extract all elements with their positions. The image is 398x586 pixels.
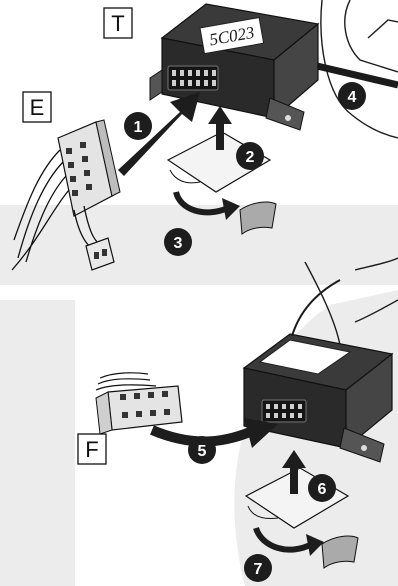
step-number-2: 2 — [246, 149, 255, 166]
step-badge-2: 2 — [236, 142, 264, 170]
step-number-7: 7 — [254, 561, 263, 578]
step-number-6: 6 — [318, 481, 327, 498]
harness-connector-bottom — [96, 386, 182, 434]
label-e: E — [30, 95, 45, 120]
label-box-e: E — [23, 92, 51, 122]
step-badge-6: 6 — [308, 474, 336, 502]
label-box-t: T — [104, 8, 132, 38]
harness-wires-bottom — [96, 373, 156, 390]
harness-connector-top — [58, 120, 120, 216]
step-number-3: 3 — [174, 235, 183, 252]
step-number-5: 5 — [198, 443, 207, 460]
label-f: F — [85, 437, 98, 462]
label-t: T — [111, 11, 124, 36]
step-badge-3: 3 — [164, 228, 192, 256]
step-number-1: 1 — [134, 119, 143, 136]
step-badge-7: 7 — [244, 554, 272, 582]
step-number-4: 4 — [348, 89, 357, 106]
step-badge-4: 4 — [338, 82, 366, 110]
step-badge-5: 5 — [188, 436, 216, 464]
step-badge-1: 1 — [124, 112, 152, 140]
label-box-f: F — [78, 434, 106, 464]
